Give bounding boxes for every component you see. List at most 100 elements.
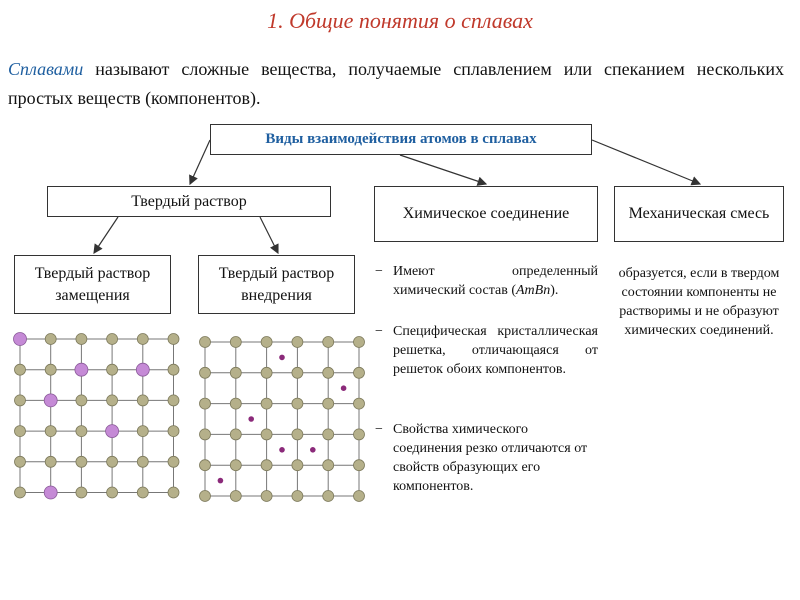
lattice-atom <box>199 428 211 441</box>
lattice-atom <box>353 428 365 441</box>
lattice-atom <box>136 486 149 499</box>
lattice-atom <box>136 333 149 345</box>
lattice-atom <box>167 333 180 345</box>
lattice-atom <box>199 459 211 472</box>
interstitial-atom <box>279 354 285 361</box>
lattice-atom <box>167 425 180 438</box>
lattice-atom <box>353 336 365 348</box>
lattice-atom <box>14 363 26 376</box>
lattice-atom <box>44 425 57 438</box>
root-box: Виды взаимодействия атомов в сплавах <box>210 124 592 155</box>
lattice-atom <box>199 490 211 502</box>
lattice-atom <box>260 459 273 472</box>
lattice-atom <box>260 490 273 502</box>
substitution-atom <box>135 362 150 377</box>
lattice-atom <box>322 336 335 348</box>
lattice-atom <box>291 336 304 348</box>
interstitial-atom <box>217 477 224 484</box>
chemical-bullet-composition: −Имеют определенный химический состав (A… <box>375 264 598 298</box>
arrow-to-interstitial <box>259 216 279 255</box>
arrow-to-solid-solution <box>189 139 211 186</box>
lattice-atom <box>229 397 242 410</box>
lattice-atom <box>14 425 26 438</box>
lattice-atom <box>14 486 26 499</box>
lattice-atom <box>75 455 88 468</box>
interstitial-atom <box>340 385 347 392</box>
substitution-atom <box>105 424 119 439</box>
lattice-atom <box>260 428 273 441</box>
lattice-atom <box>229 428 242 441</box>
lattice-atom <box>75 425 88 438</box>
lattice-atom <box>44 333 57 345</box>
lattice-atom <box>136 394 149 407</box>
mechanical-mixture-description: образуется, если в твердом состоянии ком… <box>618 266 780 338</box>
lattice-atom <box>136 425 149 438</box>
substitution-solution-box: Твердый раствор замещения <box>14 255 171 314</box>
lattice-atom <box>44 455 57 468</box>
lattice-atom <box>199 397 211 410</box>
lattice-atom <box>44 363 57 376</box>
lattice-atom <box>291 459 304 472</box>
intro-term: Сплавами <box>8 59 84 79</box>
lattice-atom <box>167 394 180 407</box>
lattice-atom <box>75 394 88 407</box>
lattice-atom <box>353 459 365 472</box>
lattice-atom <box>260 336 273 348</box>
lattice-atom <box>167 486 180 499</box>
lattice-atom <box>322 397 335 410</box>
lattice-atom <box>229 336 242 348</box>
substitution-lattice <box>13 332 180 500</box>
lattice-atom <box>106 455 118 468</box>
intro-text: называют сложные вещества, получаемые сп… <box>8 59 784 108</box>
lattice-atom <box>260 366 273 379</box>
lattice-atom <box>291 428 304 441</box>
page-title: 1. Общие понятия о сплавах <box>267 8 533 33</box>
lattice-atom <box>106 486 118 499</box>
interstitial-atom <box>248 416 254 422</box>
lattice-atom <box>291 366 304 379</box>
lattice-atom <box>260 397 273 410</box>
lattice-atom <box>167 455 180 468</box>
arrow-to-substitution <box>93 216 119 254</box>
arrow-to-chemical-compound <box>399 154 488 186</box>
intro-definition: Сплавами называют сложные вещества, полу… <box>8 55 784 113</box>
chemical-bullet-lattice: −Специфическая кристаллическая решетка, … <box>375 324 598 377</box>
lattice-atom <box>322 366 335 379</box>
lattice-atom <box>106 394 118 407</box>
lattice-atom <box>353 397 365 410</box>
lattice-atom <box>322 459 335 472</box>
lattice-atom <box>136 455 149 468</box>
lattice-atom <box>75 333 88 345</box>
lattice-atom <box>353 490 365 502</box>
substitution-atom <box>43 485 58 500</box>
lattice-atom <box>229 366 242 379</box>
lattice-atom <box>322 490 335 502</box>
formula-ambn: AmBn <box>516 283 551 298</box>
lattice-atom <box>106 363 118 376</box>
interstitial-solution-box: Твердый раствор внедрения <box>198 255 355 314</box>
lattice-atom <box>199 336 211 348</box>
substitution-atom <box>13 332 27 346</box>
lattice-atom <box>229 490 242 502</box>
lattice-atom <box>353 366 365 379</box>
lattice-atom <box>229 459 242 472</box>
lattice-atom <box>106 333 118 345</box>
lattice-atom <box>14 455 26 468</box>
lattice-atom <box>291 397 304 410</box>
interstitial-atom <box>279 447 285 453</box>
mechanical-mixture-box: Механическая смесь <box>614 186 784 242</box>
chemical-compound-box: Химическое соединение <box>374 186 598 242</box>
lattice-atom <box>291 490 304 502</box>
lattice-atom <box>14 394 26 407</box>
substitution-atom <box>74 362 89 377</box>
lattice-atom <box>322 428 335 441</box>
substitution-atom <box>43 393 58 408</box>
arrow-to-mechanical-mixture <box>591 139 702 186</box>
chemical-bullet-properties: −Свойства химического соединения резко о… <box>375 422 588 494</box>
solid-solution-box: Твердый раствор <box>47 186 331 217</box>
interstitial-lattice <box>199 336 365 502</box>
lattice-atom <box>167 363 180 376</box>
lattice-atom <box>75 486 88 499</box>
interstitial-atom <box>310 447 316 453</box>
